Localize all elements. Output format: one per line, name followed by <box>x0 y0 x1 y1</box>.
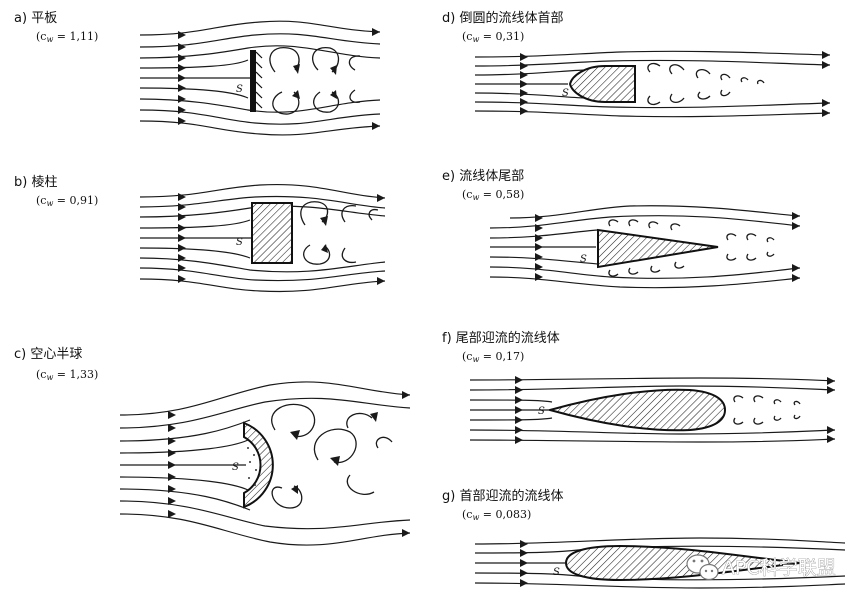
panel-b-arrows <box>178 193 385 285</box>
panel-f-eddies <box>733 395 801 425</box>
panel-f-title: 尾部迎流的流线体 <box>456 330 560 346</box>
panel-a-title: 平板 <box>31 11 57 26</box>
tail-body <box>597 228 719 269</box>
panel-d-letter: d) <box>442 11 455 26</box>
panel-c-dots <box>247 447 257 486</box>
panel-a-letter: a) <box>14 11 27 26</box>
panel-e-title: 流线体尾部 <box>459 169 524 184</box>
svg-text:d) 倒圆的流线体首部: d) 倒圆的流线体首部 <box>442 10 563 26</box>
panel-c-s-mark: S <box>232 462 239 473</box>
panel-a-arrows <box>178 28 380 130</box>
panel-a-streamlines <box>139 20 381 136</box>
watermark-text: APC科学联盟 <box>722 557 836 579</box>
panel-d-figure: S <box>474 50 831 118</box>
svg-text:(cw = 0,91): (cw = 0,91) <box>36 194 98 208</box>
flat-plate-body <box>250 50 263 112</box>
panel-e-streamlines <box>489 205 801 289</box>
panel-f-coef: = 0,17) <box>479 350 524 363</box>
panel-c-letter: c) <box>14 347 26 362</box>
panel-f-arrows <box>515 376 835 444</box>
panel-d-s-mark: S <box>562 88 569 99</box>
svg-text:(cw = 0,17): (cw = 0,17) <box>462 350 524 364</box>
panel-g-streamlines <box>474 537 846 589</box>
nose-first-body <box>564 544 801 582</box>
panel-f-streamlines <box>469 377 836 443</box>
panel-b-s-mark: S <box>236 237 243 248</box>
panel-a-s-mark: S <box>236 84 243 95</box>
panel-g-label: g) 首部迎流的流线体 (cw = 0,083) <box>442 488 563 522</box>
panel-f-figure: S <box>469 376 836 444</box>
svg-text:b) 棱柱: b) 棱柱 <box>14 174 57 190</box>
panel-c-arrows <box>168 391 410 537</box>
panel-d-arrows <box>520 51 830 117</box>
panel-b-letter: b) <box>14 175 27 190</box>
rounded-nose-body <box>568 65 636 103</box>
watermark: APC科学联盟 <box>686 554 836 581</box>
svg-text:(cw = 1,33): (cw = 1,33) <box>36 368 98 382</box>
prism-body <box>251 202 293 264</box>
svg-text:g) 首部迎流的流线体: g) 首部迎流的流线体 <box>442 488 563 504</box>
panel-a-label: a) 平板 (cw = 1,11) <box>14 11 98 44</box>
panel-d-streamlines <box>474 50 831 118</box>
tail-first-body <box>546 388 727 432</box>
panel-e-eddies <box>608 219 775 277</box>
panel-e-coef: = 0,58) <box>479 188 524 201</box>
panel-b-eddies <box>300 201 379 265</box>
svg-text:(cw = 1,11): (cw = 1,11) <box>36 30 98 44</box>
panel-e-letter: e) <box>442 169 455 184</box>
panel-c-eddies <box>271 403 393 509</box>
panel-f-s-mark: S <box>538 406 545 417</box>
panel-g-coef: = 0,083) <box>479 508 531 521</box>
panel-a-eddies <box>269 47 361 115</box>
panel-c-streamlines <box>119 381 411 546</box>
panel-f-label: f) 尾部迎流的流线体 (cw = 0,17) <box>442 330 560 364</box>
panel-e-figure: S <box>489 205 801 289</box>
panel-g-title: 首部迎流的流线体 <box>459 488 563 504</box>
panel-g-figure: S <box>474 537 846 589</box>
panel-d-label: d) 倒圆的流线体首部 (cw = 0,31) <box>442 10 563 44</box>
svg-text:(cw = 0,083): (cw = 0,083) <box>462 508 531 522</box>
svg-text:(cw = 0,58): (cw = 0,58) <box>462 188 524 202</box>
panel-g-arrows <box>520 540 528 587</box>
svg-text:f) 尾部迎流的流线体: f) 尾部迎流的流线体 <box>442 330 560 346</box>
panel-d-coef: = 0,31) <box>479 30 524 43</box>
panel-a-figure: S <box>139 20 381 136</box>
panel-c-coef: = 1,33) <box>53 368 98 381</box>
panel-a-coef: = 1,11) <box>53 30 98 43</box>
panel-e-label: e) 流线体尾部 (cw = 0,58) <box>442 169 524 202</box>
panel-c-title: 空心半球 <box>30 347 82 362</box>
hemisphere-body <box>243 421 274 509</box>
svg-text:(cw = 0,31): (cw = 0,31) <box>462 30 524 44</box>
svg-text:e) 流线体尾部: e) 流线体尾部 <box>442 169 524 184</box>
panel-b-coef: = 0,91) <box>53 194 98 207</box>
panel-d-eddies <box>647 62 765 106</box>
panel-b-label: b) 棱柱 (cw = 0,91) <box>14 174 98 208</box>
svg-text:c) 空心半球: c) 空心半球 <box>14 347 82 362</box>
panel-f-letter: f) <box>442 331 452 346</box>
wechat-icon <box>686 554 719 581</box>
panel-c-figure: S <box>119 381 411 546</box>
panel-e-s-mark: S <box>580 254 587 265</box>
panel-e-arrows <box>535 212 800 282</box>
svg-text:a) 平板: a) 平板 <box>14 11 57 26</box>
panel-g-s-mark: S <box>553 567 560 578</box>
panel-c-label: c) 空心半球 (cw = 1,33) <box>14 347 98 382</box>
panel-d-title: 倒圆的流线体首部 <box>459 10 563 26</box>
panel-b-title: 棱柱 <box>31 174 57 190</box>
panel-g-letter: g) <box>442 489 455 504</box>
panel-b-figure: S <box>139 183 386 293</box>
